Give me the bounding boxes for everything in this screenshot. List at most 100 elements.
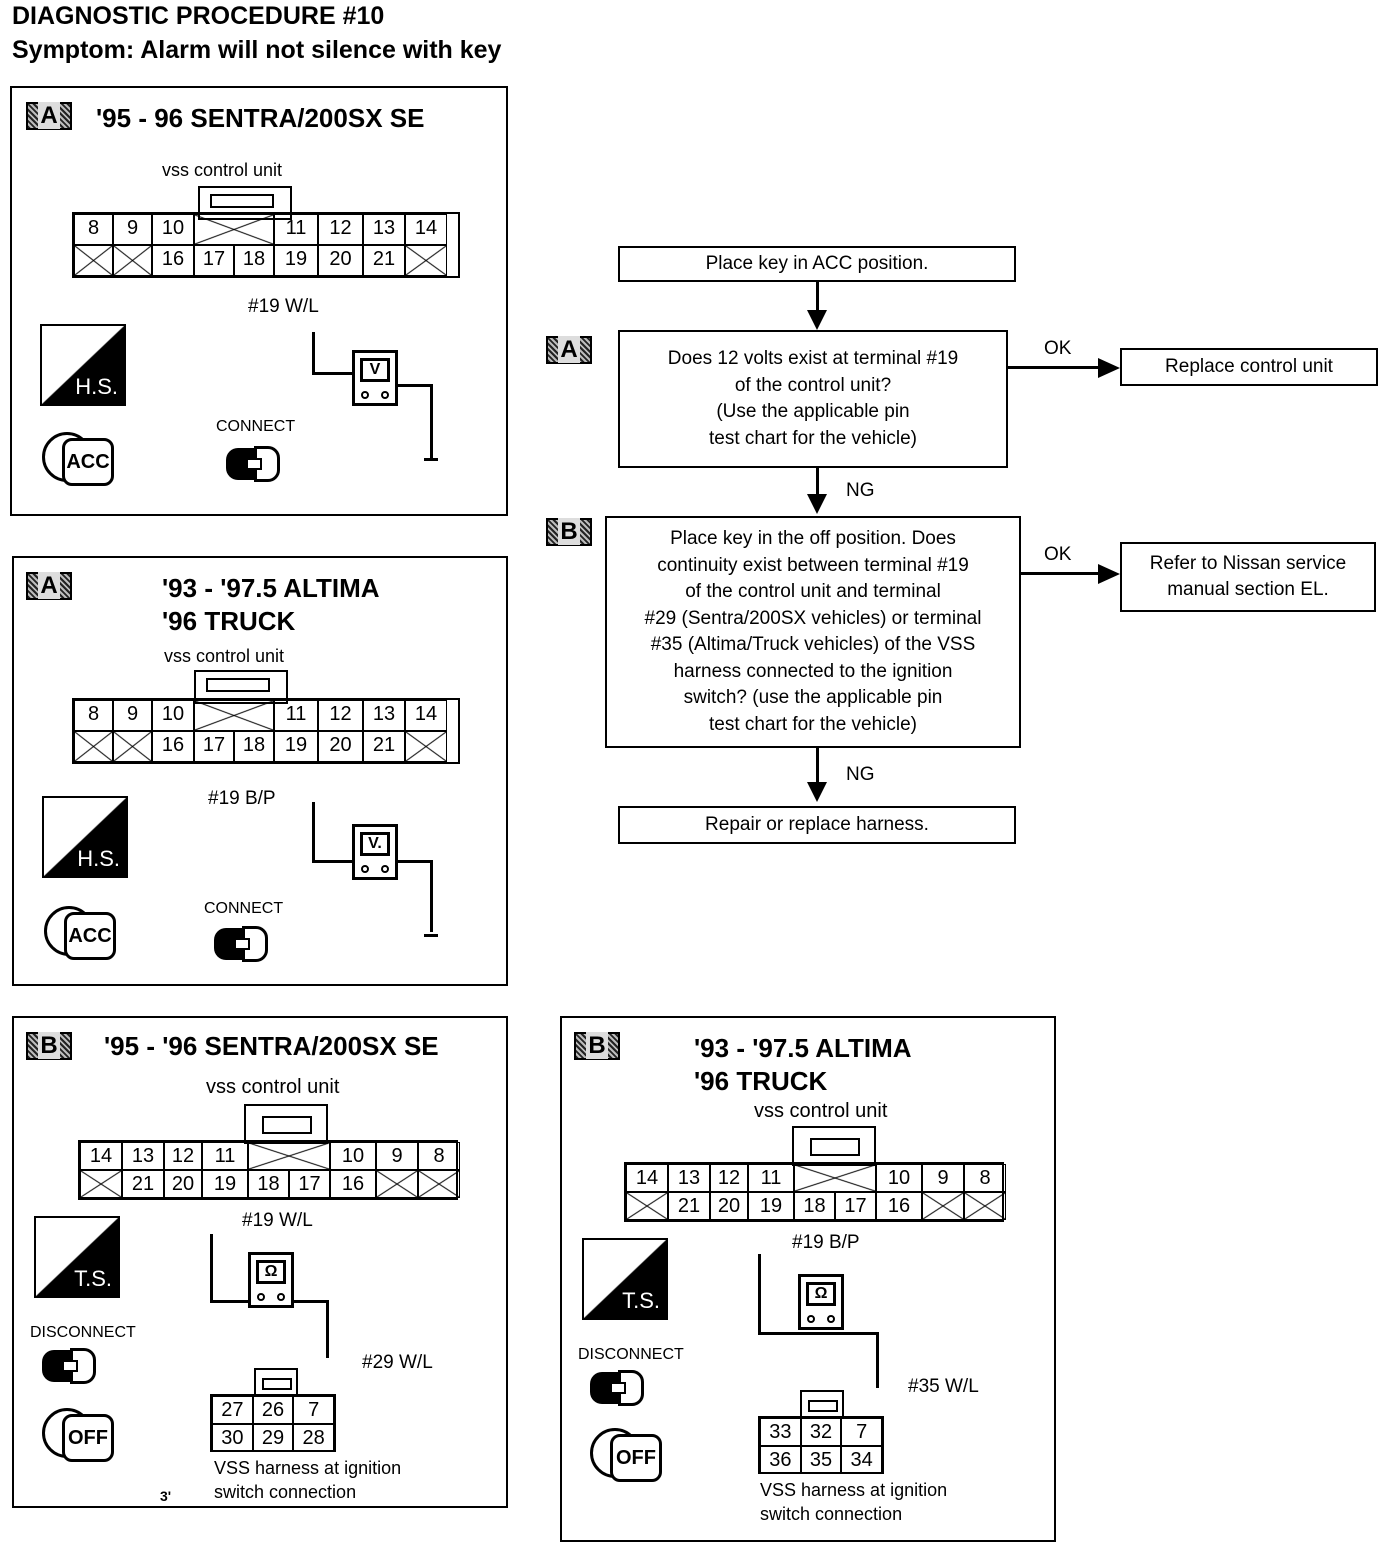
- terminal-27: 27: [212, 1396, 253, 1424]
- connector-tab: [244, 1104, 328, 1144]
- panel-title: '93 - '97.5 ALTIMA'96 TRUCK: [694, 1033, 912, 1096]
- ohmmeter-icon: Ω: [248, 1252, 294, 1308]
- step-b-badge: B: [574, 1032, 620, 1060]
- flow-arrow: [1008, 366, 1102, 369]
- terminal-16: 16: [330, 1170, 376, 1198]
- ground-icon: [424, 458, 438, 469]
- probe-wire: [396, 384, 432, 387]
- ng-label: NG: [846, 764, 875, 785]
- terminal-34: 34: [841, 1446, 882, 1474]
- connector-plug-icon: [42, 1346, 102, 1386]
- wire-label-2: #29 W/L: [362, 1352, 433, 1373]
- terminal-19: 19: [274, 245, 318, 276]
- probe-wire: [312, 372, 362, 375]
- probe-wire: [758, 1332, 876, 1335]
- terminal-8: 8: [74, 214, 113, 245]
- terminal-empty: [194, 214, 274, 245]
- terminal-11: 11: [274, 214, 318, 245]
- harness-tab: [800, 1390, 844, 1418]
- connector-plug-icon: [214, 924, 274, 964]
- terminal-36: 36: [760, 1446, 801, 1474]
- probe-wire: [396, 860, 432, 863]
- ignition-key-off-icon: OFF: [42, 1408, 118, 1464]
- terminal-18: 18: [234, 245, 274, 276]
- ground-icon: [424, 934, 438, 945]
- terminal-8: 8: [74, 700, 113, 731]
- terminal-11: 11: [202, 1142, 248, 1170]
- ignition-key-off-icon: OFF: [590, 1428, 666, 1484]
- connector-tab: [792, 1126, 876, 1166]
- terminal-21: 21: [363, 245, 405, 276]
- probe-wire: [312, 860, 362, 863]
- connector-plug-icon: [226, 444, 286, 484]
- terminal-9: 9: [922, 1164, 964, 1192]
- flow-arrow: [816, 282, 819, 312]
- ng-label: NG: [846, 480, 875, 501]
- terminal-9: 9: [376, 1142, 418, 1170]
- disconnect-label: DISCONNECT: [578, 1346, 684, 1363]
- voltmeter-icon: V: [352, 350, 398, 406]
- terminal-13: 13: [363, 700, 405, 731]
- terminal-empty: [418, 1170, 460, 1198]
- panel-a-altima: A '93 - '97.5 ALTIMA'96 TRUCK vss contro…: [12, 556, 508, 986]
- terminal-10: 10: [876, 1164, 922, 1192]
- terminal-16: 16: [152, 245, 194, 276]
- terminal-16: 16: [876, 1192, 922, 1220]
- flow-arrowhead: [807, 782, 827, 802]
- flow-arrowhead: [807, 494, 827, 514]
- probe-wire: [758, 1254, 761, 1334]
- flow-arrow: [1021, 572, 1101, 575]
- terminal-33: 33: [760, 1418, 801, 1446]
- terminal-11: 11: [274, 700, 318, 731]
- terminal-12: 12: [318, 700, 363, 731]
- harness-tab: [254, 1368, 298, 1396]
- probe-wire: [430, 860, 433, 932]
- ok-label: OK: [1044, 338, 1072, 359]
- terminal-21: 21: [122, 1170, 164, 1198]
- terminal-14: 14: [626, 1164, 668, 1192]
- ts-terminal-side-icon: T.S.: [582, 1238, 668, 1320]
- panel-b-altima: B '93 - '97.5 ALTIMA'96 TRUCK vss contro…: [560, 1016, 1056, 1542]
- terminal-12: 12: [164, 1142, 202, 1170]
- terminal-10: 10: [152, 214, 194, 245]
- terminal-20: 20: [710, 1192, 748, 1220]
- panel-title: '95 - 96 SENTRA/200SX SE: [96, 103, 425, 133]
- terminal-13: 13: [668, 1164, 710, 1192]
- terminal-11: 11: [748, 1164, 794, 1192]
- step-a-badge: A: [26, 572, 72, 600]
- procedure-title: DIAGNOSTIC PROCEDURE #10: [12, 2, 385, 30]
- hs-harness-side-icon: H.S.: [42, 796, 128, 878]
- terminal-26: 26: [252, 1396, 294, 1424]
- terminal-13: 13: [363, 214, 405, 245]
- terminal-empty: [113, 731, 152, 762]
- step-b-badge: B: [546, 518, 592, 546]
- probe-wire: [430, 384, 433, 458]
- terminal-10: 10: [330, 1142, 376, 1170]
- disconnect-label: DISCONNECT: [30, 1324, 136, 1341]
- terminal-19: 19: [748, 1192, 794, 1220]
- step-a-badge: A: [26, 102, 72, 130]
- connect-label: CONNECT: [216, 418, 296, 435]
- ts-terminal-side-icon: T.S.: [34, 1216, 120, 1298]
- connect-label: CONNECT: [204, 900, 284, 917]
- terminal-20: 20: [164, 1170, 202, 1198]
- terminal-28: 28: [293, 1424, 334, 1452]
- wire-label: #19 B/P: [208, 788, 276, 809]
- ok-label: OK: [1044, 544, 1072, 565]
- step-b-badge: B: [26, 1032, 72, 1060]
- terminal-10: 10: [152, 700, 194, 731]
- hs-harness-side-icon: H.S.: [40, 324, 126, 406]
- terminal-7: 7: [841, 1418, 882, 1446]
- terminal-13: 13: [122, 1142, 164, 1170]
- terminal-empty: [74, 731, 113, 762]
- terminal-19: 19: [274, 731, 318, 762]
